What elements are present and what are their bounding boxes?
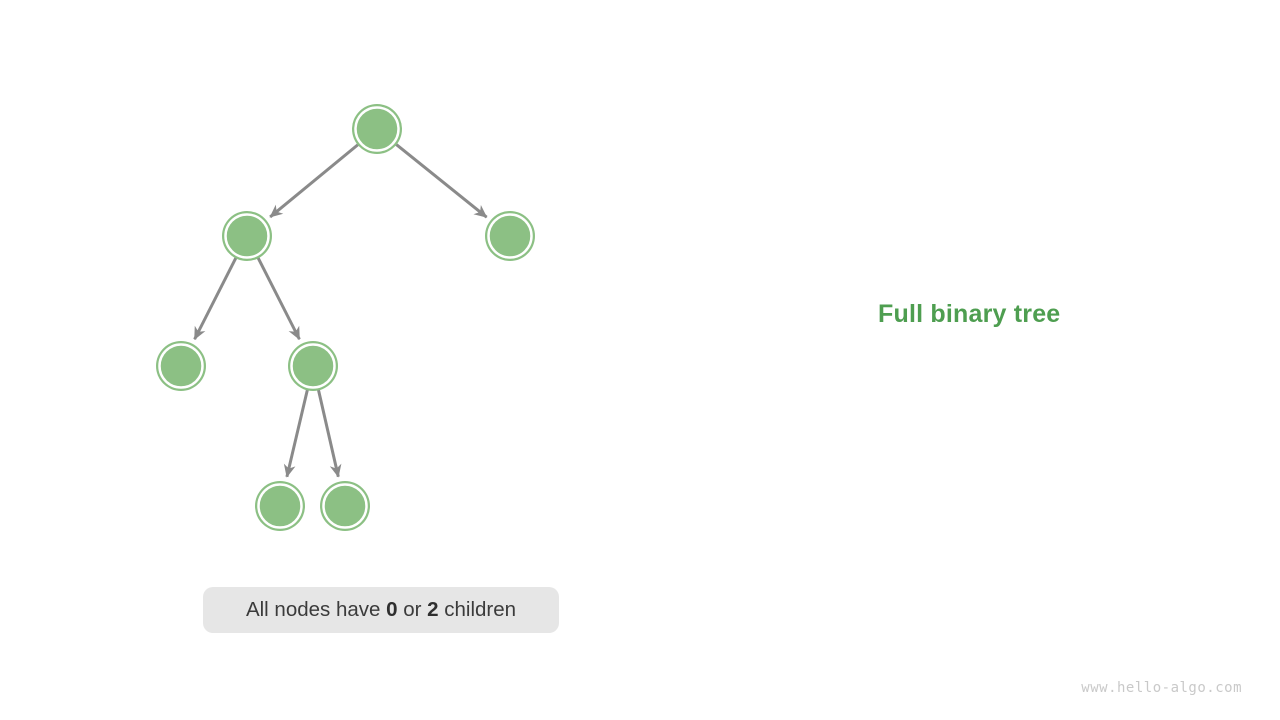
tree-svg [156, 104, 535, 531]
caption-bold-zero: 0 [386, 598, 398, 621]
caption-bold-two: 2 [427, 598, 439, 621]
figure-title: Full binary tree [878, 300, 1061, 328]
caption-text-part3: children [438, 598, 517, 621]
tree-node-left-right [288, 341, 338, 391]
tree-node-root [352, 104, 402, 154]
caption-text-part1: All nodes have [245, 598, 387, 621]
caption-pill: All nodes have 0 or 2 children [203, 587, 559, 633]
tree-node-right [485, 211, 535, 261]
tree-edges [193, 127, 488, 478]
tree-node-left-left [156, 341, 206, 391]
tree-node-lr-left [255, 481, 305, 531]
tree-node-lr-right [320, 481, 370, 531]
tree-nodes [156, 104, 535, 531]
caption-text-part2: or [397, 598, 428, 621]
tree-node-left [222, 211, 272, 261]
watermark: www.hello-algo.com [1081, 680, 1242, 696]
